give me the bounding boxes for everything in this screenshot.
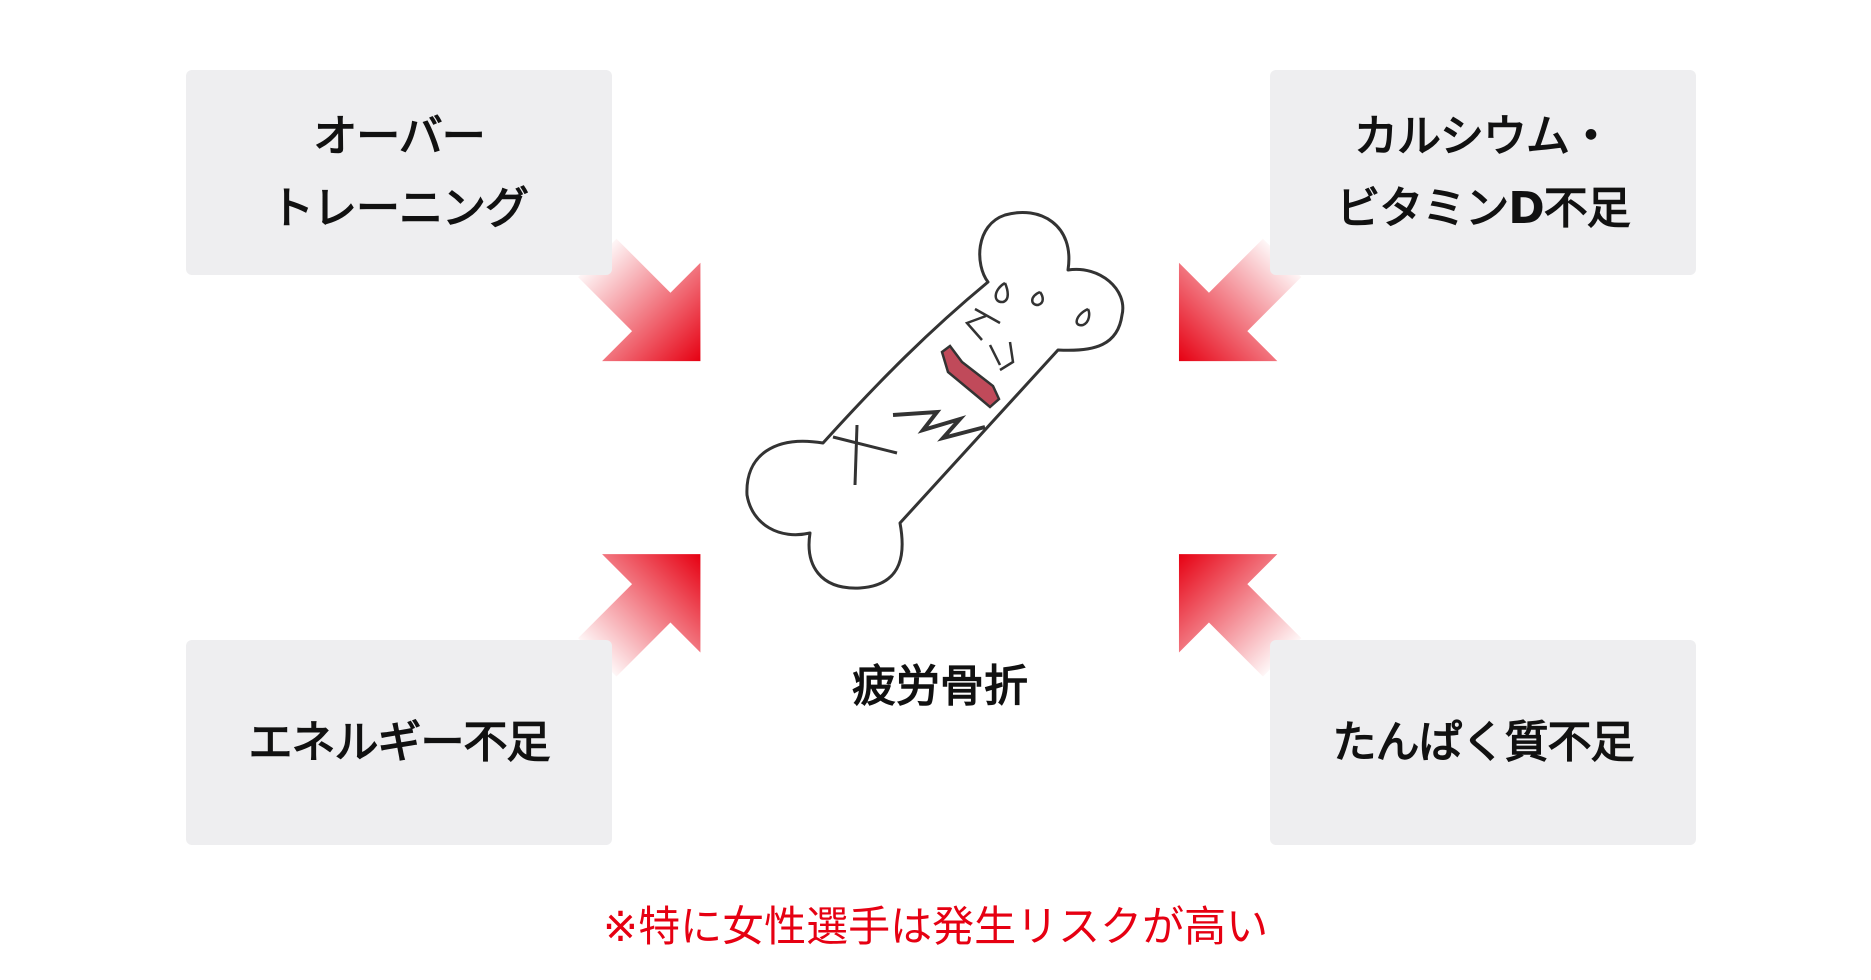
bone-outline: [745, 210, 1125, 590]
cause-line: オーバー: [313, 110, 486, 162]
footnote: ※特に女性選手は発生リスクが高い: [602, 902, 1269, 951]
cause-protein-deficiency: たんぱく質不足: [1270, 640, 1696, 845]
crack-zigzag: [892, 409, 986, 442]
cause-line: トレーニング: [270, 182, 529, 234]
sweat-drops: [994, 281, 1091, 327]
crack-x: [832, 424, 898, 486]
mouth: [940, 344, 1001, 409]
cause-line: たんぱく質不足: [1332, 716, 1635, 768]
cause-overtraining: オーバー トレーニング: [186, 70, 612, 275]
center-label: 疲労骨折: [852, 661, 1028, 712]
cause-line: カルシウム・: [1354, 110, 1613, 162]
eyes: [964, 307, 1015, 372]
cause-energy-deficiency: エネルギー不足: [186, 640, 612, 845]
cause-line: ビタミンD不足: [1336, 182, 1631, 234]
cause-line: エネルギー不足: [248, 716, 551, 768]
cause-calcium-vitamin-d: カルシウム・ ビタミンD不足: [1270, 70, 1696, 275]
